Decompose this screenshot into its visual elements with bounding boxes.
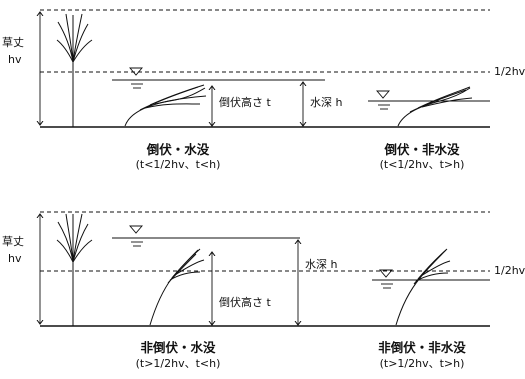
bottom-row: 草丈 hv 倒伏高さ t 水深 h <box>2 211 525 327</box>
bottom-partially-bent-plant-icon <box>149 248 205 326</box>
panel-3-title: 非倒伏・水没 <box>140 340 216 355</box>
top-water-depth-label: 水深 h <box>310 96 342 109</box>
panel-3-condition: (t>1/2hv、t<h) <box>136 357 221 370</box>
panel-2-title: 倒伏・非水没 <box>383 142 460 157</box>
bottom-half-height-label: 1/2hv <box>494 264 525 277</box>
bottom-partially-bent-emergent-plant-icon <box>395 248 451 326</box>
top-upright-reed-icon <box>56 13 93 127</box>
top-plant-height-symbol: hv <box>8 53 22 66</box>
top-half-height-label: 1/2hv <box>494 65 525 78</box>
panel-2-condition: (t<1/2hv、t>h) <box>380 158 465 171</box>
panel-4-condition: (t>1/2hv、t>h) <box>380 357 465 370</box>
bottom-water-level-symbol-2 <box>379 269 393 289</box>
bottom-water-depth-label: 水深 h <box>305 258 337 271</box>
top-lodged-plant-icon <box>124 84 207 127</box>
top-lodged-emergent-plant-icon <box>397 86 473 127</box>
panel-1-title: 倒伏・水没 <box>146 142 210 157</box>
bottom-plant-height-symbol: hv <box>8 252 22 265</box>
top-plant-height-label: 草丈 <box>2 36 24 49</box>
bottom-water-level-symbol-1 <box>129 225 143 247</box>
bottom-plant-height-label: 草丈 <box>2 235 24 248</box>
panel-1-condition: (t<1/2hv、t<h) <box>136 158 221 171</box>
bottom-upright-reed-icon <box>56 213 93 326</box>
top-water-level-symbol-2 <box>376 90 390 110</box>
bottom-lodging-height-label: 倒伏高さ t <box>219 295 271 309</box>
panel-4-title: 非倒伏・非水没 <box>378 340 466 355</box>
top-water-level-symbol-1 <box>129 67 143 89</box>
top-lodging-height-label: 倒伏高さ t <box>219 95 271 109</box>
top-row: 草丈 hv 倒伏高さ t 水深 h <box>2 9 525 128</box>
